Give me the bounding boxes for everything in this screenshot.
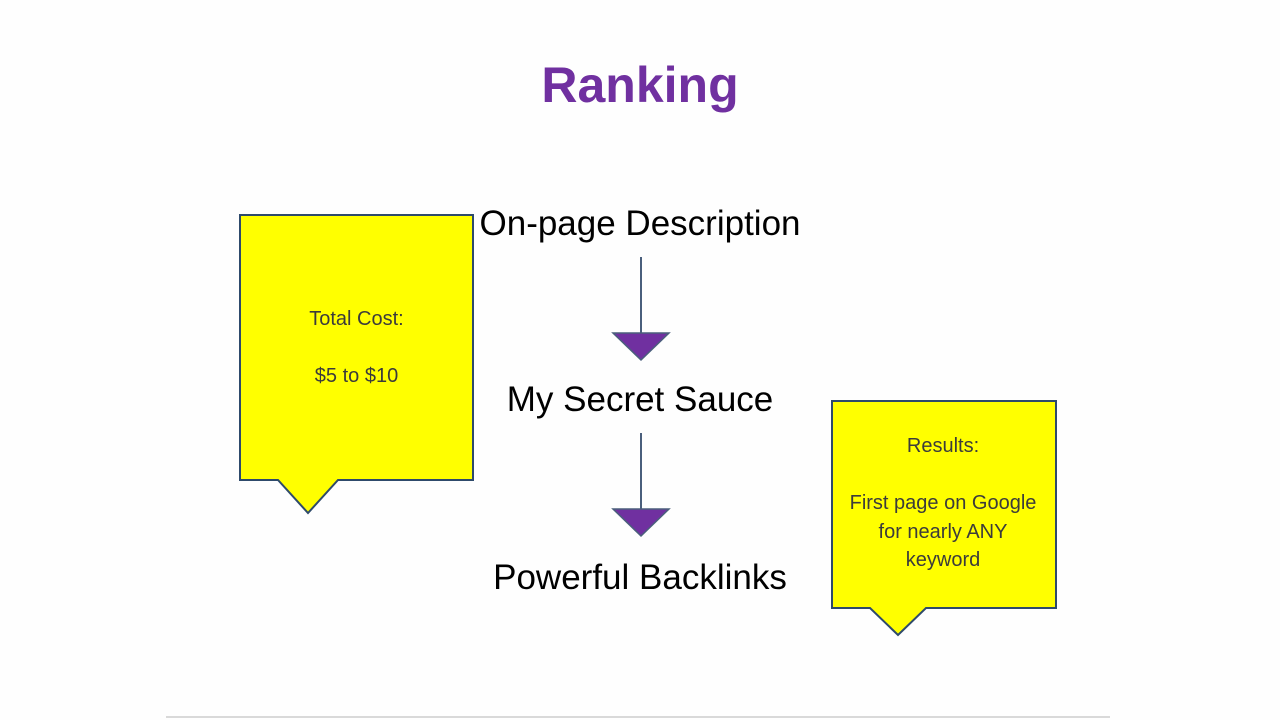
cost-callout-text: Total Cost: $5 to $10 (240, 305, 473, 391)
arrow-1-head (611, 332, 671, 362)
arrow-2-head (611, 508, 671, 538)
flow-step-secret-sauce: My Secret Sauce (506, 380, 774, 419)
bottom-divider (166, 716, 1110, 718)
results-line-2: for nearly ANY (878, 520, 1008, 543)
results-line-1: First page on Google (849, 492, 1037, 514)
cost-spacer (240, 334, 473, 363)
flow-step-powerful-backlinks: Powerful Backlinks (493, 558, 787, 597)
results-callout-box (831, 400, 1057, 637)
slide-title: Ranking (541, 57, 739, 113)
results-line-3: keyword (905, 549, 981, 571)
results-callout-text: Results: First page on Google for nearly… (836, 432, 1050, 575)
results-spacer (836, 461, 1050, 490)
flow-step-on-page-description: On-page Description (479, 204, 801, 243)
cost-callout-box (239, 214, 474, 515)
results-heading: Results: (906, 435, 980, 457)
cost-heading: Total Cost: (309, 308, 404, 330)
cost-value: $5 to $10 (314, 365, 399, 387)
